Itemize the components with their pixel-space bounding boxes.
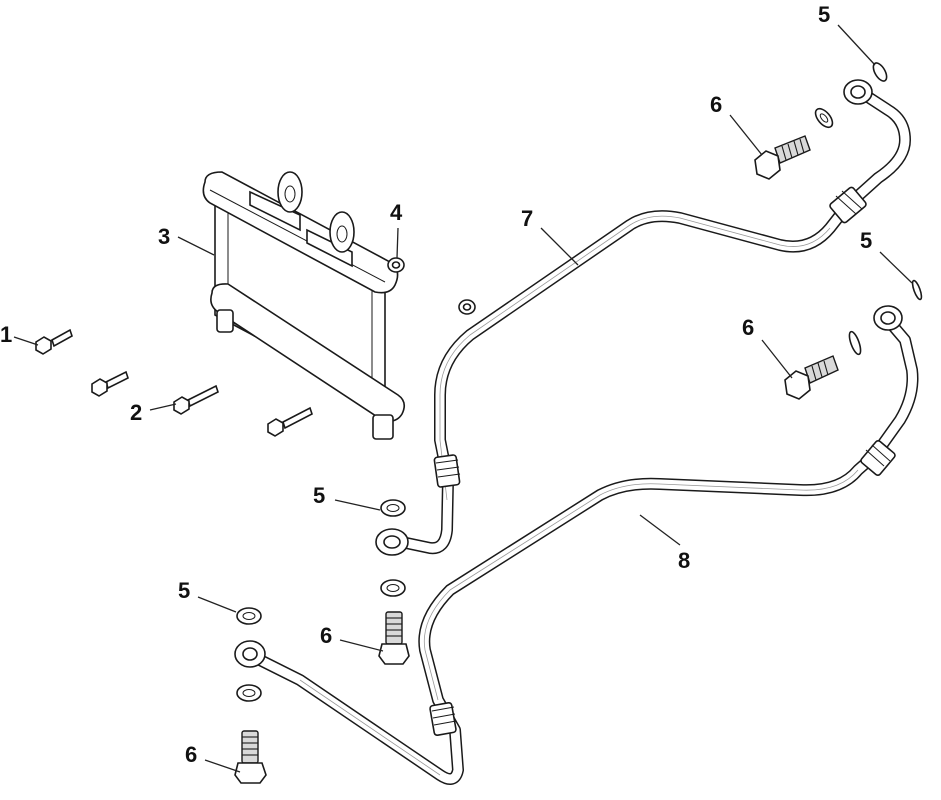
callout-7: 7 <box>521 206 533 231</box>
leader-5d <box>197 596 237 613</box>
pipe-7-lower-sleeve <box>433 454 461 488</box>
sealing-washer-top-right <box>872 62 888 82</box>
sealing-washer-bottom-upper <box>236 607 262 625</box>
callout-6-upper: 6 <box>710 92 722 117</box>
sealing-washer-upper-bolt <box>814 107 834 129</box>
callout-8: 8 <box>678 548 690 573</box>
leader-6d <box>204 759 241 773</box>
leader-3 <box>177 236 215 256</box>
callout-5-left-upper: 5 <box>313 483 325 508</box>
callout-2: 2 <box>130 400 142 425</box>
banjo-bolt-middle <box>784 355 839 400</box>
sealing-washer-left-lower <box>380 579 406 597</box>
callout-5-bottom-left: 5 <box>178 578 190 603</box>
flange-bolt-2a <box>91 370 129 397</box>
oil-pipe-8 <box>244 314 919 785</box>
pipe-8-upper-banjo <box>873 305 903 331</box>
flange-bolt-2c <box>267 406 313 437</box>
flange-nut-upper <box>387 257 405 273</box>
leader-5b <box>879 251 913 284</box>
callout-4: 4 <box>390 200 403 225</box>
callout-3: 3 <box>158 224 170 249</box>
flange-bolt-2b <box>173 384 219 415</box>
leader-1 <box>13 336 39 346</box>
sealing-washer-left-upper <box>380 499 406 517</box>
leader-lines <box>13 24 913 773</box>
leader-6a <box>729 114 763 156</box>
pipe-8-lower-sleeve <box>429 701 457 737</box>
pipe-8-upper-sleeve <box>860 439 896 477</box>
callout-1: 1 <box>0 322 12 347</box>
leader-6b <box>761 339 793 379</box>
leader-6c <box>339 639 384 652</box>
sealing-washer-bottom-lower <box>236 684 262 702</box>
flange-bolt-1 <box>35 328 73 355</box>
pipe-7-lower-banjo <box>375 528 409 556</box>
oil-pipe-7 <box>386 89 911 555</box>
leader-8 <box>639 514 681 546</box>
callout-6-lower-center: 6 <box>320 623 332 648</box>
callout-6-bottom-left: 6 <box>185 742 197 767</box>
flange-nut-lower <box>458 299 476 315</box>
leader-4 <box>396 227 399 259</box>
callout-labels: 1 2 3 4 5 5 5 5 6 6 6 6 7 8 <box>0 2 872 767</box>
callout-5-right-middle: 5 <box>860 228 872 253</box>
leader-5c <box>334 499 381 511</box>
banjo-bolt-upper <box>754 135 811 180</box>
leader-5a <box>837 24 876 66</box>
sealing-washer-mid-bolt <box>848 330 862 356</box>
callout-5-top-right: 5 <box>818 2 830 27</box>
banjo-bolt-lower-center <box>378 611 410 665</box>
leader-2 <box>149 403 177 411</box>
sealing-washer-right-middle <box>911 279 923 301</box>
pipe-8-lower-banjo <box>234 640 266 668</box>
pipe-7-upper-banjo <box>843 79 873 105</box>
leader-7 <box>540 227 579 266</box>
banjo-bolt-bottom-left <box>234 730 267 784</box>
pipe-7-upper-sleeve <box>829 186 867 224</box>
oil-cooler <box>202 171 406 440</box>
callout-6-middle: 6 <box>742 315 754 340</box>
